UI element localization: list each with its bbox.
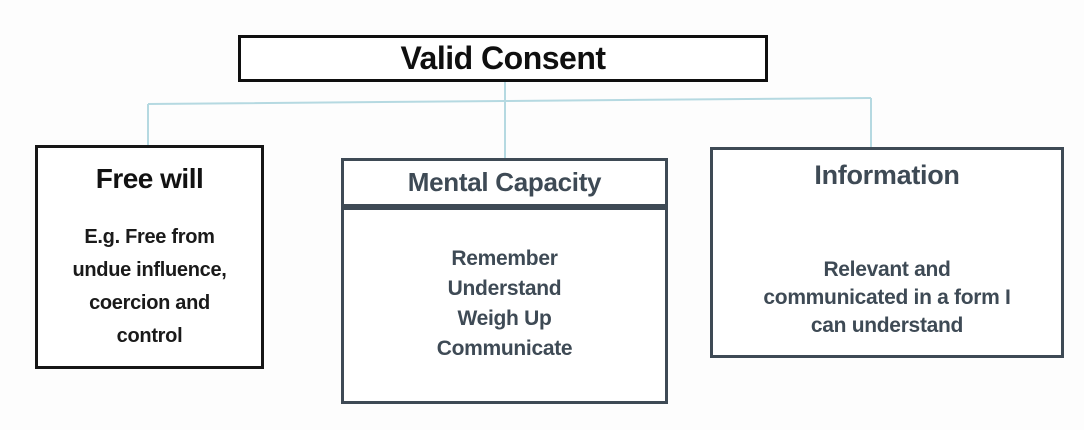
node-information: Information Relevant and communicated in… [710,147,1064,358]
mental-capacity-item: Remember [451,247,558,270]
mental-capacity-item: Understand [447,277,562,300]
root-node-label: Valid Consent [400,40,606,76]
information-body-line: can understand [810,314,964,337]
mental-capacity-divider [344,204,665,210]
free-will-body-line: coercion and [89,292,210,314]
mental-capacity-item: Weigh Up [457,307,552,330]
node-mental-capacity: Mental Capacity Remember Understand Weig… [341,158,668,404]
free-will-body-line: undue influence, [72,259,227,281]
information-body-line: communicated in a form I [763,286,1011,309]
mental-capacity-title: Mental Capacity [407,167,602,197]
free-will-body-line: E.g. Free from [84,226,215,248]
node-free-will: Free will E.g. Free from undue influence… [35,145,264,369]
connector-horizontal [147,97,872,105]
mental-capacity-item: Communicate [436,337,573,360]
information-body: Relevant and communicated in a form I ca… [713,256,1061,340]
information-body-line: Relevant and [823,258,951,281]
root-node-valid-consent: Valid Consent [238,35,768,82]
information-title: Information [814,160,960,190]
free-will-title: Free will [95,163,204,194]
free-will-body: E.g. Free from undue influence, coercion… [38,221,261,353]
mental-capacity-body: Remember Understand Weigh Up Communicate [344,210,665,364]
mental-capacity-header: Mental Capacity [344,161,665,204]
free-will-body-line: control [116,325,183,347]
